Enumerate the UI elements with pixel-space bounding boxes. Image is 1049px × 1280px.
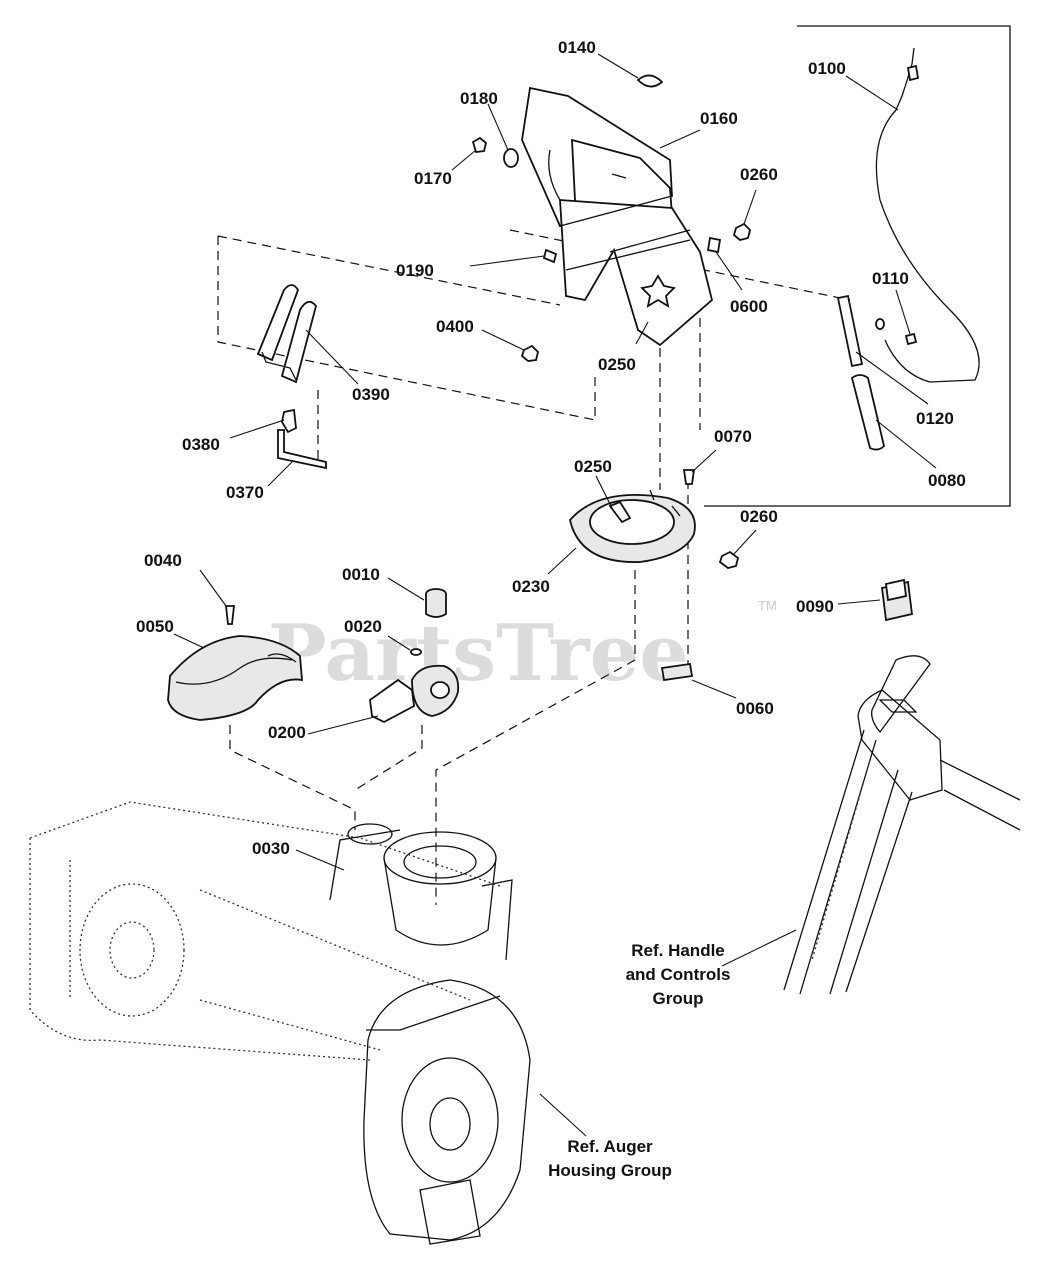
part-0080-tube (850, 374, 885, 451)
part-0120-rod (836, 294, 864, 368)
callout-0090: 0090 (796, 597, 834, 616)
callout-0260-lower: 0260 (740, 507, 778, 526)
leader-0140 (597, 53, 639, 79)
leader-0110 (895, 289, 911, 335)
leader-0390 (305, 329, 359, 385)
leader-0380 (229, 419, 285, 439)
callout-0080: 0080 (928, 471, 966, 490)
part-0370-bracket (277, 429, 327, 470)
part-0200-gearbox (369, 664, 460, 724)
part-0390-spring (256, 284, 317, 384)
parts-tree-watermark: PartsTree (268, 608, 689, 699)
callout-0010: 0010 (342, 565, 380, 584)
leader-0070 (691, 449, 717, 473)
part-0090-switch (881, 578, 913, 622)
part-0260-nut-lower (718, 550, 740, 569)
callout-0020: 0020 (344, 617, 382, 636)
leader-0160 (659, 129, 701, 149)
part-0070-screw (682, 469, 696, 485)
callout-0070: 0070 (714, 427, 752, 446)
callout-0050: 0050 (136, 617, 174, 636)
callout-0380: 0380 (182, 435, 220, 454)
leader-0100 (845, 75, 899, 111)
callout-0260-upper: 0260 (740, 165, 778, 184)
leader-0040 (199, 569, 227, 607)
callout-0200: 0200 (268, 723, 306, 742)
callout-0190: 0190 (396, 261, 434, 280)
leader-0600 (715, 251, 743, 291)
leader-0010 (387, 577, 425, 601)
callout-0160: 0160 (700, 109, 738, 128)
callout-0110: 0110 (872, 269, 909, 288)
leader-0200 (307, 715, 379, 735)
leader-0370 (267, 461, 293, 487)
leader-0250-lower (595, 475, 615, 513)
leader-0080 (875, 419, 937, 469)
part-0190-screw (542, 248, 558, 264)
part-0020-washer (410, 648, 422, 656)
callout-0600: 0600 (730, 297, 768, 316)
leader-0250-upper (635, 321, 649, 345)
part-0060-clip (660, 662, 694, 682)
reference-handle-line-1: Ref. Handle (631, 941, 725, 960)
callout-0250-upper: 0250 (598, 355, 636, 374)
part-0600-pin (706, 236, 722, 254)
part-0260-nut-upper (732, 222, 751, 241)
leader-0050 (173, 633, 205, 649)
part-0040-screw (224, 605, 236, 625)
callout-0100: 0100 (808, 59, 846, 78)
leader-0260-upper (743, 189, 757, 225)
part-0180-washer (503, 148, 519, 168)
callout-0180: 0180 (460, 89, 498, 108)
part-0050-gear-cover (167, 635, 303, 721)
handle-and-controls-assembly (783, 655, 1021, 995)
callout-0040: 0040 (144, 551, 182, 570)
callout-0060: 0060 (736, 699, 774, 718)
leader-0260-lower (733, 529, 757, 555)
leader-0400 (481, 329, 525, 351)
callout-0370: 0370 (226, 483, 264, 502)
cable-end-fitting (906, 64, 920, 82)
part-0110-nut (904, 332, 918, 346)
part-0400-nut (520, 344, 539, 362)
leader-0230 (547, 547, 577, 575)
part-0160-chute-deflector (521, 86, 714, 347)
callout-0030: 0030 (252, 839, 290, 858)
part-0100-cable (875, 47, 980, 383)
reference-auger-line-1: Ref. Auger (567, 1137, 653, 1156)
callout-0230: 0230 (512, 577, 550, 596)
part-0230-chute-ring (569, 489, 696, 563)
leader-0170 (451, 149, 477, 171)
part-0110-washer (875, 318, 885, 330)
leader-0030 (295, 849, 345, 871)
part-0380-screw (281, 408, 297, 434)
reference-handle-line-3: Group (653, 989, 704, 1008)
part-0030-chute-base (329, 823, 513, 961)
leader-0060 (691, 679, 737, 699)
leader-auger-group (539, 1093, 587, 1137)
part-0010-knob (425, 588, 447, 618)
part-0170-nut (471, 136, 488, 153)
callout-0400: 0400 (436, 317, 474, 336)
callout-0140: 0140 (558, 38, 596, 57)
part-0140-clip (636, 74, 664, 88)
reference-auger-line-2: Housing Group (548, 1161, 672, 1180)
callout-0120: 0120 (916, 409, 954, 428)
callout-0170: 0170 (414, 169, 452, 188)
assembly-guide-lines (217, 229, 851, 905)
leader-0090 (837, 599, 881, 605)
leader-0020 (387, 635, 411, 651)
leader-0120 (855, 351, 929, 405)
leader-0180 (487, 103, 509, 151)
reference-handle-line-2: and Controls (626, 965, 731, 984)
trademark-symbol: TM (758, 598, 777, 613)
leader-0190 (469, 255, 545, 267)
leader-handle-group (721, 929, 797, 967)
auger-housing-assembly (29, 801, 531, 1245)
callout-0250-lower: 0250 (574, 457, 612, 476)
callout-0390: 0390 (352, 385, 390, 404)
cable-kit-box (704, 25, 1011, 507)
